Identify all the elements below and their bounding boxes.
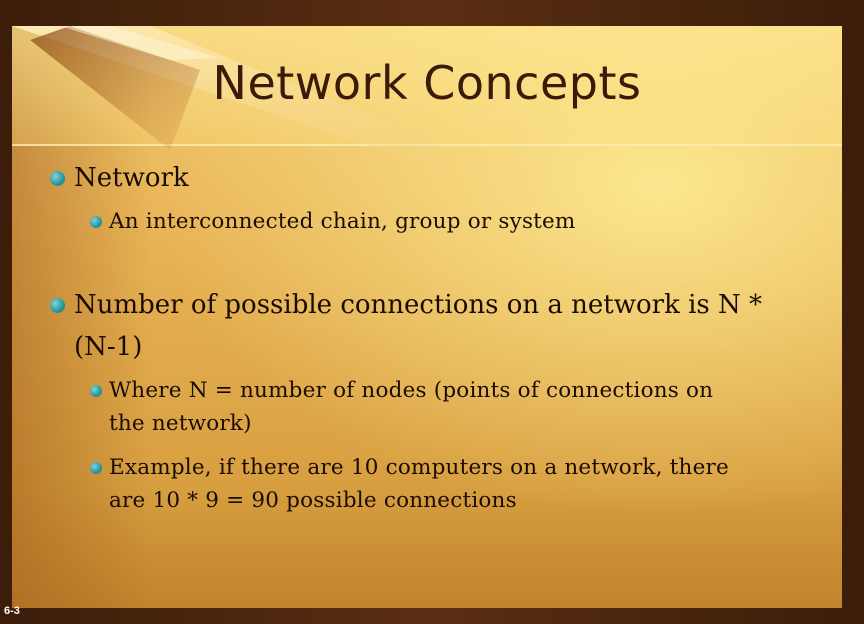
sub-bullet-text-line: Where N = number of nodes (points of con… <box>109 378 714 403</box>
swoosh-dark <box>30 26 200 150</box>
panel-shade-bottom <box>12 488 842 608</box>
teal-sphere-bullet-icon <box>90 385 102 397</box>
sub-bullet-text: An interconnected chain, group or system <box>109 209 576 234</box>
sub-bullet-text-line: the network) <box>109 411 252 436</box>
teal-sphere-bullet-icon <box>50 171 65 186</box>
bullet-text-line: (N-1) <box>74 332 143 362</box>
bullet-text: Network <box>74 163 189 193</box>
teal-sphere-bullet-icon <box>90 462 102 474</box>
slide-number: 6-3 <box>4 605 20 617</box>
teal-sphere-bullet-icon <box>50 298 65 313</box>
swoosh-highlight <box>60 26 220 60</box>
bullet-text-line: Number of possible connections on a netw… <box>74 290 763 320</box>
slide-title: Network Concepts <box>212 56 642 110</box>
teal-sphere-bullet-icon <box>90 216 102 228</box>
sub-bullet-text-line: are 10 * 9 = 90 possible connections <box>109 488 517 513</box>
sub-bullet-text-line: Example, if there are 10 computers on a … <box>109 455 729 480</box>
